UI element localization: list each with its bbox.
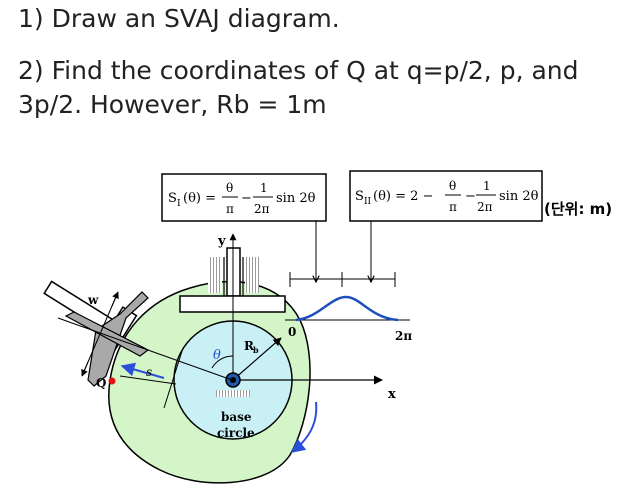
rotated-axis-line <box>57 317 233 381</box>
formula1-lhs: S <box>168 191 177 206</box>
guide-left-hatch <box>208 257 222 293</box>
cam-pivot-center <box>230 377 236 383</box>
guide-right-hatch <box>245 257 259 293</box>
formula-box-2: S II (θ) = 2 − θ π − 1 2π sin 2θ <box>349 170 543 222</box>
contact-line <box>163 347 184 409</box>
formula1-tail: sin 2θ <box>276 191 316 206</box>
formula1-frac2-den: 2π <box>254 202 270 216</box>
unit-note: (단위: m) <box>544 200 612 218</box>
arc-s-label: s <box>146 365 152 379</box>
formula1-frac1-num: θ <box>226 181 233 195</box>
formula2-lhs: S <box>355 189 364 204</box>
formula2-sub: II <box>364 197 372 207</box>
base-circle-label-1: base <box>221 410 252 424</box>
question-2: 2) Find the coordinates of Q at q=p/2, p… <box>18 56 579 120</box>
width-dim-arrow-bottom <box>81 361 89 377</box>
theta-arc <box>211 355 234 369</box>
tick-end-label: 2π <box>395 329 412 343</box>
formula2-frac2-num: 1 <box>483 179 491 193</box>
base-circle-label-2: circle <box>217 426 255 440</box>
rotation-arrow <box>290 401 318 453</box>
arc-s-arrow <box>120 362 165 379</box>
radius-sub-label: b <box>253 345 259 355</box>
question-1: 1) Draw an SVAJ diagram. <box>18 4 340 33</box>
tick-start-label: 0 <box>288 325 296 339</box>
width-dim-arrow-top <box>111 291 119 307</box>
point-q-marker <box>108 377 116 385</box>
radius-line <box>232 337 282 381</box>
point-q-label: Q <box>96 376 106 390</box>
pivot-ground-hatch <box>216 390 250 397</box>
y-axis-label: y <box>217 234 226 249</box>
formula2-frac2-den: 2π <box>477 200 493 214</box>
theta-label: θ <box>213 348 221 363</box>
formula1-frac1-den: π <box>226 202 234 216</box>
formula2-arg: (θ) = 2 − <box>373 189 433 204</box>
formula1-minus: − <box>241 191 252 206</box>
arc-s-baseline <box>119 375 177 385</box>
formula1-frac2-num: 1 <box>260 181 268 195</box>
formula2-minus: − <box>465 189 476 204</box>
width-label: w <box>87 293 99 307</box>
segment-tick-bar <box>289 272 396 287</box>
formula1-sub: I <box>177 199 181 209</box>
formula1-arg: (θ) = <box>183 191 216 206</box>
formula2-frac1-num: θ <box>449 179 456 193</box>
formula-box-1: S I (θ) = θ π − 1 2π sin 2θ <box>161 173 327 222</box>
radius-label: R <box>244 339 255 353</box>
formula2-tail: sin 2θ <box>499 189 539 204</box>
x-axis-label: x <box>388 387 396 402</box>
displacement-curve <box>295 295 399 322</box>
formula2-frac1-den: π <box>449 200 457 214</box>
